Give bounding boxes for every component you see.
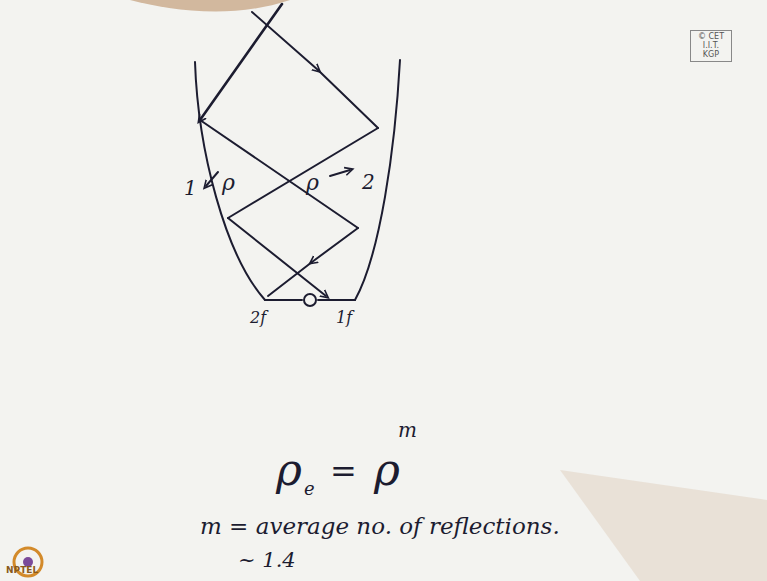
formula-exponent: m — [398, 420, 417, 440]
ray — [228, 128, 378, 218]
formula-symbol: = — [330, 455, 357, 487]
reflect-arrow — [330, 170, 350, 176]
formula-subscript: e — [304, 480, 315, 498]
wall-number: 1 — [184, 178, 197, 198]
left-wall — [195, 62, 265, 300]
logo-text: NPTEL — [6, 566, 38, 575]
definition-note: m = average no. of reflections. — [200, 515, 560, 538]
wall-number: 2 — [362, 172, 375, 192]
image-label: 1f — [336, 310, 352, 326]
hand — [130, 0, 290, 12]
ray — [200, 120, 358, 228]
ray — [318, 70, 378, 128]
ray — [200, 4, 282, 120]
reflectivity-symbol: ρ — [306, 172, 319, 194]
formula-symbol: ρ — [374, 448, 400, 492]
ray-arrow — [252, 12, 318, 70]
reflectivity-symbol: ρ — [222, 172, 235, 194]
watermark: © CET I.I.T. KGP — [690, 30, 732, 62]
ray-arrow — [312, 228, 358, 262]
aperture — [304, 294, 316, 306]
reflect-arrow — [206, 172, 218, 186]
hand — [560, 470, 767, 581]
right-wall — [355, 60, 400, 300]
ray-arrow — [228, 218, 326, 296]
image-label: 2f — [250, 310, 266, 326]
approx-value: ~ 1.4 — [238, 550, 296, 571]
formula-symbol: ρ — [276, 448, 302, 492]
bottom-wall — [265, 299, 355, 301]
